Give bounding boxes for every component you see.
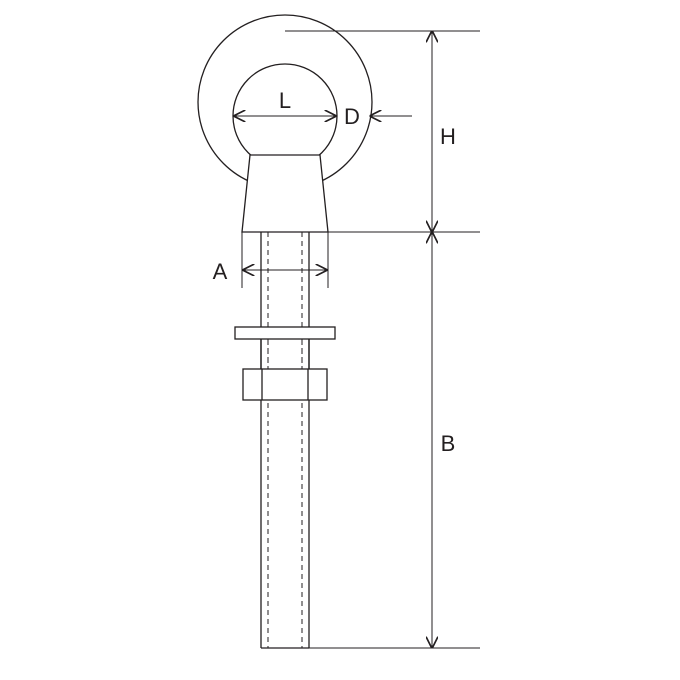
- bolt-shank: [260, 232, 310, 649]
- hex-nut: [242, 368, 328, 401]
- label-a: A: [213, 259, 228, 284]
- washer: [234, 326, 336, 340]
- label-l: L: [279, 88, 291, 113]
- eye-neck: [241, 154, 329, 233]
- thread-hidden-lines: [267, 232, 303, 648]
- label-d: D: [344, 104, 360, 129]
- label-b: B: [441, 431, 456, 456]
- label-h: H: [440, 124, 456, 149]
